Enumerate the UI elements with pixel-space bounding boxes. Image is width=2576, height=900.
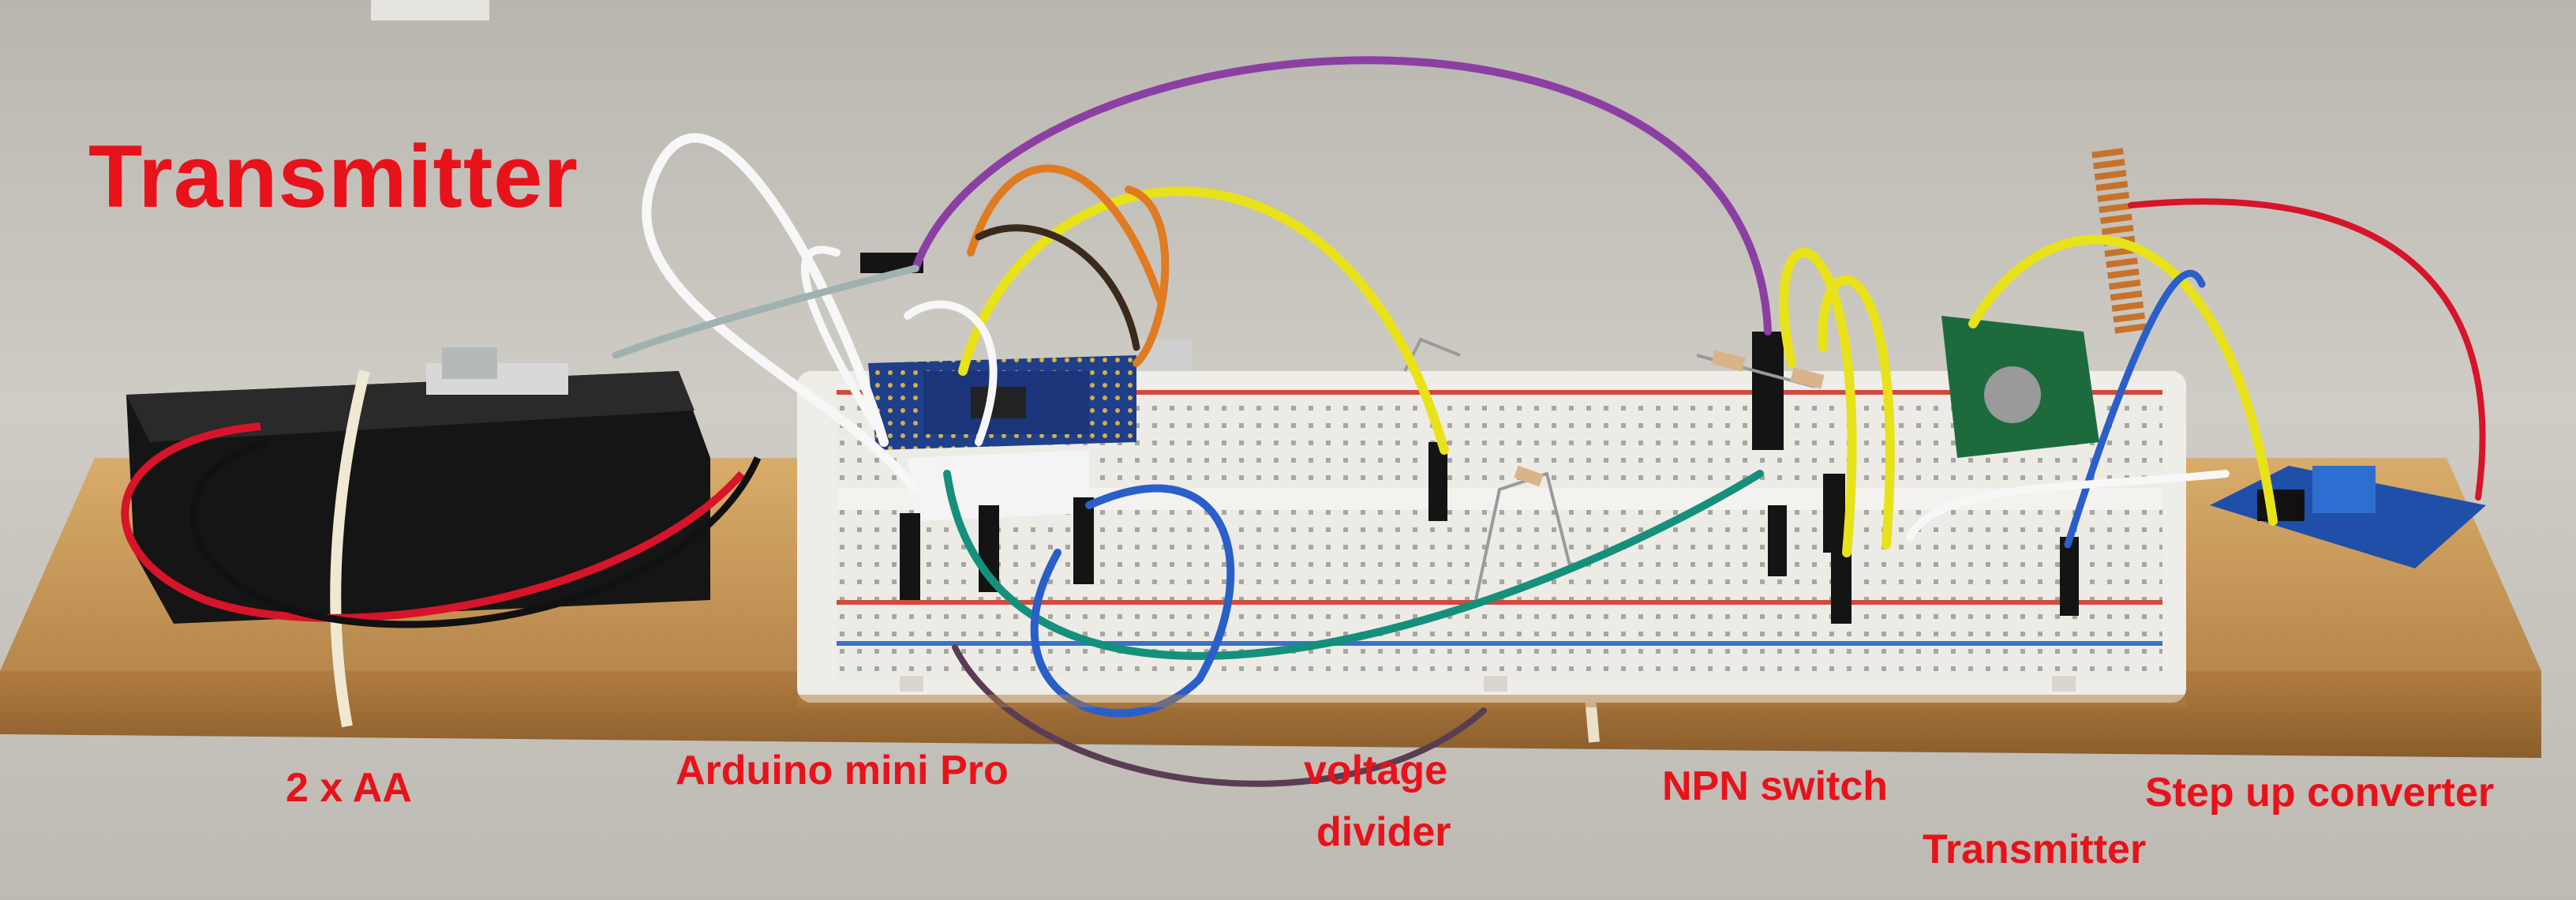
battery-label: 2 x AA [286,765,412,811]
jumper-ends [860,253,2079,624]
battery-holder [126,347,710,624]
rubber-band-left [330,369,370,728]
jumper-wires [612,56,2486,787]
voltage-divider-label-line1: voltage [1304,748,1448,793]
photo-title: Transmitter [88,127,578,226]
step-up-converter-label: Step up converter [2145,770,2495,816]
arduino-label: Arduino mini Pro [676,748,1009,793]
transmitter-label: Transmitter [1923,827,2147,872]
step-up-converter [2210,466,2486,568]
npn-switch-label: NPN switch [1662,763,1889,809]
voltage-divider-label-line2: divider [1316,809,1451,855]
